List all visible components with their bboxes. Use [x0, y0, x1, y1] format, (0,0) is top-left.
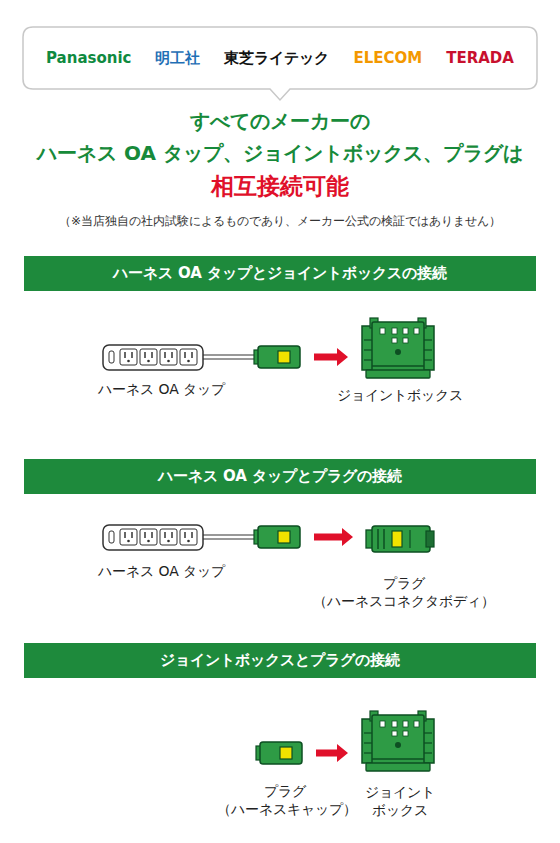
device-label: ハーネス OA タップ [98, 380, 304, 398]
device: プラグ （ハーネスコネクタボディ） [306, 520, 502, 610]
red-arrow [314, 348, 348, 366]
oa-tap [103, 525, 256, 550]
section-band: ハーネス OA タップとジョイントボックスの接続 [24, 256, 536, 291]
illustration-area [365, 520, 435, 574]
section-band: ジョイントボックスとプラグの接続 [24, 643, 536, 678]
band-title: ハーネス OA タップとジョイントボックスの接続 [113, 264, 447, 283]
device: ハーネス OA タップ [98, 340, 304, 398]
joint-box [362, 318, 434, 378]
red-arrow [314, 528, 353, 546]
harness-cap [256, 742, 302, 764]
device-label: プラグ （ハーネスコネクタボディ） [306, 574, 502, 610]
illustration-area [360, 310, 438, 386]
oa-tap [103, 345, 256, 370]
bubble-outline [23, 27, 537, 100]
red-arrow [316, 744, 348, 762]
device-label: ハーネス OA タップ [98, 562, 304, 580]
heading: 相互接続可能 [0, 171, 560, 202]
illustration-area [100, 340, 302, 380]
maker-logo: 東芝ライテック [224, 49, 329, 68]
device-label: ジョイント ボックス [358, 783, 442, 819]
device: ジョイント ボックス [358, 703, 442, 819]
logo-bubble: Panasonic 明工社 東芝ライテック ELECOM TERADA [22, 26, 538, 102]
band-title: ハーネス OA タップとプラグの接続 [158, 467, 402, 486]
red-arrow [314, 528, 353, 546]
note: （※当店独自の社内試験によるものであり、メーカー公式の検証ではありません） [0, 213, 560, 230]
section-band: ハーネス OA タップとプラグの接続 [24, 459, 536, 494]
logo-row: Panasonic 明工社 東芝ライテック ELECOM TERADA [22, 26, 538, 90]
joint-box [362, 711, 434, 771]
device: ジョイントボックス [332, 310, 468, 404]
maker-logo: 明工社 [155, 49, 200, 68]
band-title: ジョイントボックスとプラグの接続 [160, 651, 400, 670]
red-arrow [316, 744, 348, 762]
harness-plug [254, 526, 300, 548]
harness-plug [254, 346, 300, 368]
device: ハーネス OA タップ [98, 520, 304, 580]
heading: ハーネス OA タップ、ジョイントボックス、プラグは [0, 140, 560, 167]
device-label: プラグ （ハーネスキャップ） [217, 782, 353, 818]
maker-logo: TERADA [446, 49, 514, 67]
illustration-area [360, 703, 438, 783]
heading: すべてのメーカーの [0, 108, 560, 135]
illustration-area [258, 737, 304, 782]
connector-body [366, 526, 434, 552]
device: プラグ （ハーネスキャップ） [217, 737, 353, 818]
illustration-area [100, 520, 302, 562]
maker-logo: Panasonic [46, 49, 131, 67]
device-label: ジョイントボックス [332, 386, 468, 404]
maker-logo: ELECOM [353, 49, 422, 67]
red-arrow [314, 348, 348, 366]
